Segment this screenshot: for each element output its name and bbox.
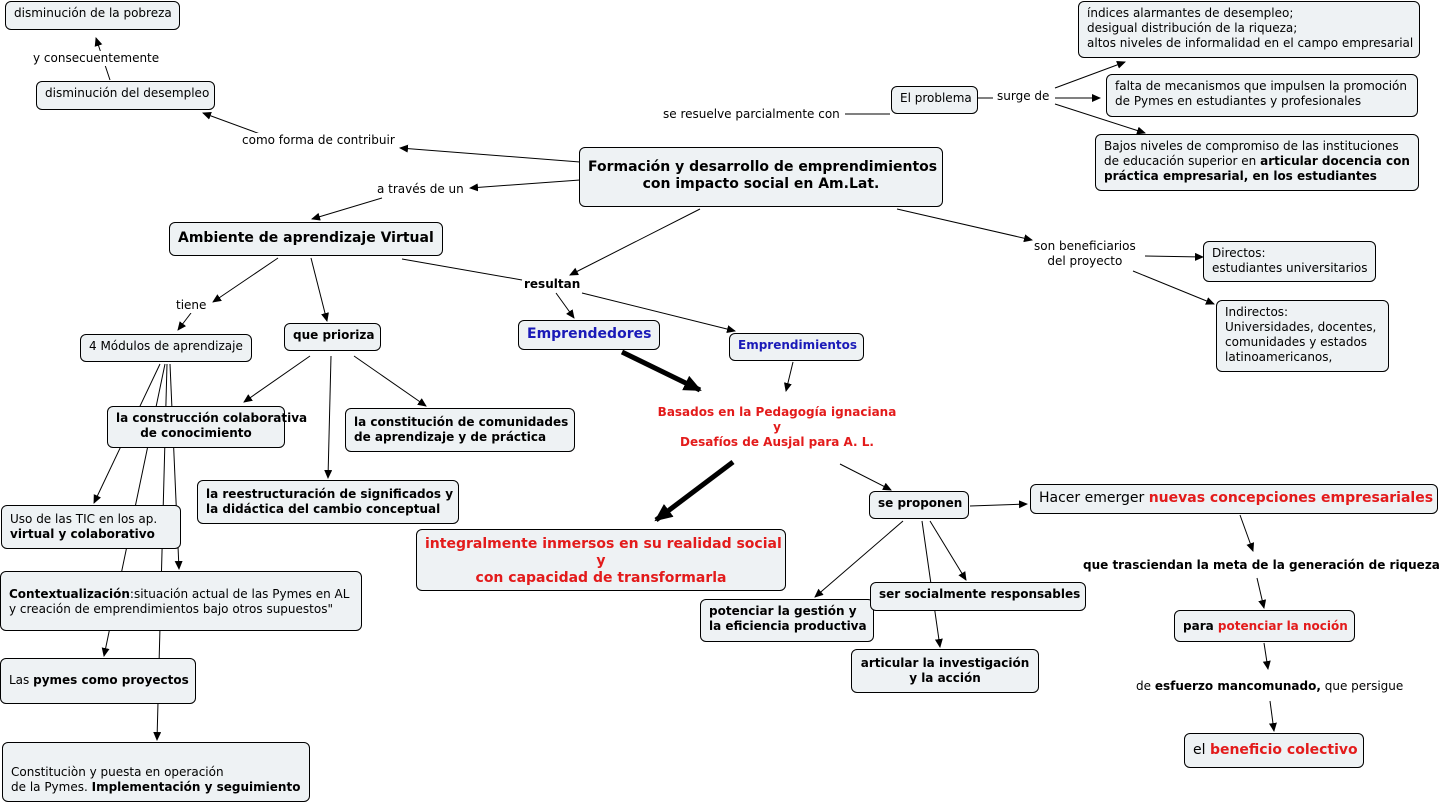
- node-bajos-niveles[interactable]: Bajos niveles de compromiso de las insti…: [1095, 134, 1419, 191]
- node-falta-mecanismos[interactable]: falta de mecanismos que impulsen la prom…: [1106, 74, 1418, 117]
- node-socialmente-responsables[interactable]: ser socialmente responsables: [870, 582, 1086, 611]
- label-se-resuelve: se resuelve parcialmente con: [663, 107, 840, 122]
- text-trasciendan: que trasciendan la meta de la generación…: [1083, 558, 1440, 572]
- node-directos[interactable]: Directos:estudiantes universitarios: [1203, 241, 1376, 282]
- node-central-formacion[interactable]: Formación y desarrollo de emprendimiento…: [579, 147, 943, 207]
- label-surge-de: surge de: [997, 89, 1050, 104]
- label-como-forma: como forma de contribuir: [242, 133, 395, 148]
- label-resultan: resultan: [524, 277, 581, 292]
- node-el-problema[interactable]: El problema: [891, 86, 978, 114]
- text-esfuerzo-mancomunado: de esfuerzo mancomunado, que persigue: [1136, 679, 1404, 693]
- label-consecuentemente: y consecuentemente: [33, 51, 160, 66]
- label-tiene: tiene: [176, 298, 207, 313]
- node-contextualizacion[interactable]: Contextualización:situación actual de la…: [0, 571, 362, 631]
- node-emprendimientos[interactable]: Emprendimientos: [729, 333, 864, 361]
- node-pymes-proyectos[interactable]: Las pymes como proyectos: [0, 658, 196, 704]
- node-disminucion-desempleo[interactable]: disminución del desempleo: [36, 81, 215, 110]
- node-indirectos[interactable]: Indirectos:Universidades, docentes,comun…: [1216, 300, 1389, 372]
- node-ambiente-virtual[interactable]: Ambiente de aprendizaje Virtual: [169, 222, 443, 256]
- node-integralmente-inmersos[interactable]: integralmente inmersos en su realidad so…: [416, 529, 786, 591]
- label-a-traves: a través de un: [377, 182, 464, 197]
- node-hacer-emerger[interactable]: Hacer emerger nuevas concepciones empres…: [1030, 484, 1438, 514]
- node-que-prioriza[interactable]: que prioriza: [284, 323, 381, 351]
- node-modulos[interactable]: 4 Módulos de aprendizaje: [80, 334, 252, 362]
- node-disminucion-pobreza[interactable]: disminución de la pobreza: [5, 1, 180, 30]
- node-para-potenciar[interactable]: para potenciar la noción: [1174, 610, 1355, 642]
- node-beneficio-colectivo[interactable]: el beneficio colectivo: [1184, 733, 1364, 768]
- node-se-proponen[interactable]: se proponen: [869, 491, 969, 519]
- node-emprendedores[interactable]: Emprendedores: [518, 320, 660, 350]
- node-constitucion-pymes[interactable]: Constituciòn y puesta en operación de la…: [2, 742, 310, 802]
- node-indices[interactable]: índices alarmantes de desempleo;desigual…: [1078, 1, 1420, 58]
- node-uso-tic[interactable]: Uso de las TIC en los ap.virtual y colab…: [1, 505, 181, 549]
